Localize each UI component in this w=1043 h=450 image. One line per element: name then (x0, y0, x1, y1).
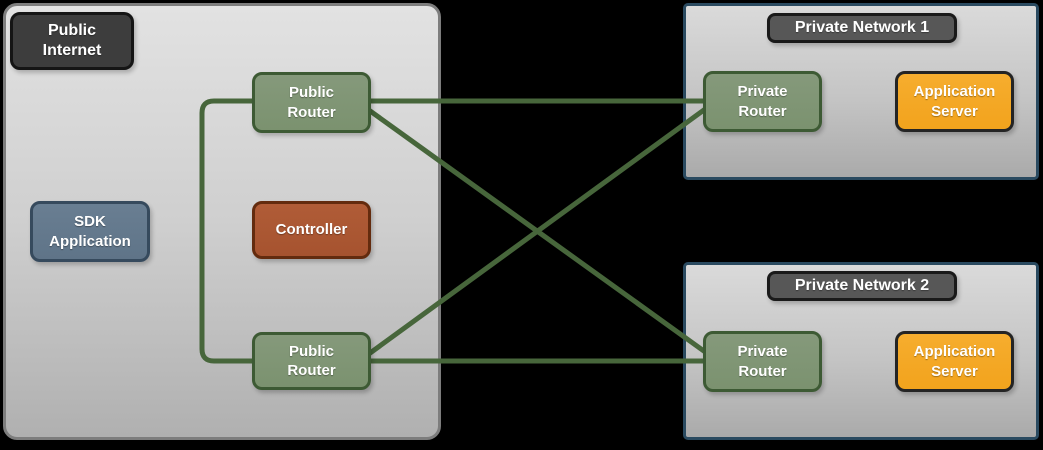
application-server-1-node: Application Server (895, 71, 1014, 132)
public-router-bottom-label: Public Router (287, 342, 336, 379)
link-public-router-top-to-public-router-bottom (199, 98, 261, 364)
public-internet-badge-label: Public Internet (42, 21, 102, 59)
private-router-1-label: Private Router (737, 83, 788, 120)
private-network-2-badge-label: Private Network 2 (794, 276, 930, 294)
application-server-2-label: Application Server (913, 343, 996, 380)
private-router-2-node: Private Router (703, 331, 822, 392)
application-server-2-node: Application Server (895, 331, 1014, 392)
controller-label: Controller (275, 221, 348, 239)
controller-node: Controller (252, 201, 371, 259)
private-router-1-node: Private Router (703, 71, 822, 132)
public-internet-badge: Public Internet (10, 12, 134, 70)
private-network-2-badge: Private Network 2 (767, 271, 957, 301)
private-router-2-label: Private Router (737, 343, 788, 380)
link-public-router-bottom-to-private-router-1 (363, 104, 711, 359)
private-network-1-badge-label: Private Network 1 (794, 18, 930, 36)
public-router-top-label: Public Router (287, 84, 336, 121)
public-router-top-node: Public Router (252, 72, 371, 133)
public-router-bottom-node: Public Router (252, 332, 371, 390)
sdk-application-label: SDK Application (49, 213, 131, 250)
private-network-1-badge: Private Network 1 (767, 13, 957, 43)
sdk-application-node: SDK Application (30, 201, 150, 262)
application-server-1-label: Application Server (913, 83, 996, 120)
